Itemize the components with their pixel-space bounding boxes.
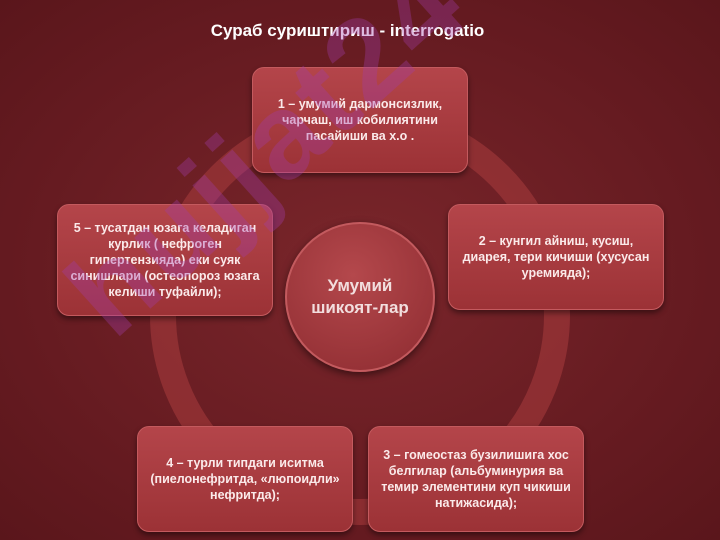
complaint-box-3: 3 – гомеостаз бузилишига хос белгилар (а… (368, 426, 584, 532)
slide-title: Сураб суриштириш - interrogatio (210, 21, 485, 40)
complaint-box-1: 1 – умумий дармонсизлик, чарчаш, иш коби… (252, 67, 468, 173)
complaint-box-2: 2 – кунгил айниш, кусиш, диарея, тери ки… (448, 204, 664, 310)
center-circle: Умумий шикоят-лар (285, 222, 435, 372)
complaint-box-4: 4 – турли типдаги иситма (пиелонефритда,… (137, 426, 353, 532)
complaint-box-5: 5 – тусатдан юзага келадиган курлик ( не… (57, 204, 273, 316)
